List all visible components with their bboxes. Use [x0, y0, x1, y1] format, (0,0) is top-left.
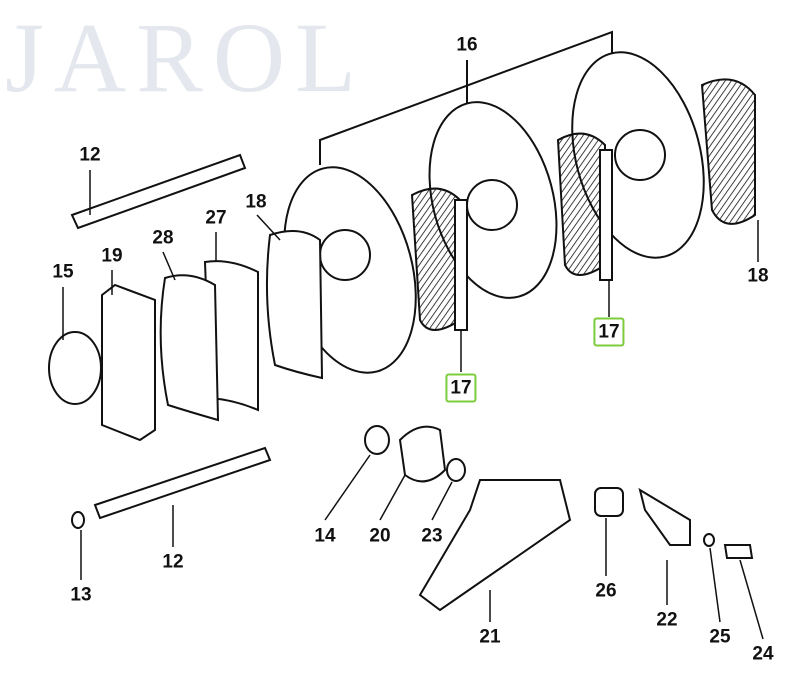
- leader-lines: [62, 170, 764, 640]
- callout-13[interactable]: 13: [70, 584, 92, 606]
- washer-25: [703, 533, 715, 547]
- callout-19[interactable]: 19: [101, 245, 123, 267]
- disc-3-spline: [614, 129, 666, 181]
- plate-17b: [599, 149, 613, 281]
- bracket-16-line: [319, 30, 613, 165]
- callout-21[interactable]: 21: [479, 626, 501, 648]
- plate-17a: [454, 199, 468, 331]
- friction-pad-2: [556, 132, 606, 276]
- circlip-15: [48, 331, 102, 405]
- callout-18-left[interactable]: 18: [245, 191, 267, 213]
- callout-27[interactable]: 27: [205, 207, 227, 229]
- callout-17-highlighted-lower[interactable]: 17: [445, 373, 477, 403]
- seal-23: [446, 458, 466, 482]
- callout-14[interactable]: 14: [314, 525, 336, 547]
- bracket-22: [638, 487, 691, 546]
- watermark: JAROL: [5, 2, 367, 113]
- block-19: [101, 283, 156, 442]
- plate-27: [203, 260, 259, 412]
- callout-28[interactable]: 28: [152, 227, 174, 249]
- friction-pad-3: [700, 78, 756, 225]
- plate-28: [159, 274, 220, 422]
- plate-18: [265, 230, 324, 380]
- callout-23[interactable]: 23: [421, 525, 443, 547]
- lever-21: [418, 479, 572, 612]
- shaft-12-lower: [93, 446, 272, 520]
- callout-26[interactable]: 26: [595, 580, 617, 602]
- callout-18-right[interactable]: 18: [747, 265, 769, 287]
- callout-12-lower[interactable]: 12: [162, 551, 184, 573]
- ring-13: [71, 511, 85, 529]
- friction-pad-1: [410, 187, 461, 331]
- bolt-24: [723, 544, 754, 559]
- bush-26: [594, 487, 624, 517]
- shaft-12-upper: [70, 153, 247, 230]
- cam-20: [398, 425, 447, 483]
- callout-22[interactable]: 22: [656, 609, 678, 631]
- callout-12-upper[interactable]: 12: [79, 144, 101, 166]
- washer-14: [364, 425, 390, 455]
- callout-15[interactable]: 15: [52, 261, 74, 283]
- callout-25[interactable]: 25: [709, 626, 731, 648]
- callout-17-highlighted-upper[interactable]: 17: [593, 317, 625, 347]
- callout-24[interactable]: 24: [752, 643, 774, 665]
- callout-16[interactable]: 16: [456, 34, 478, 56]
- callout-20[interactable]: 20: [369, 525, 391, 547]
